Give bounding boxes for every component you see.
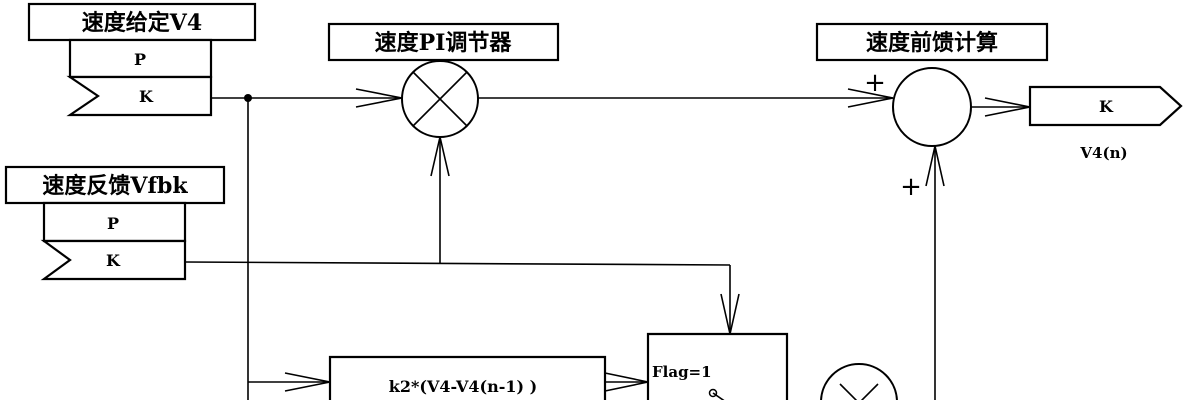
- feedforward-title: 速度前馈计算: [866, 30, 998, 56]
- k2-derivative-block: k2*(V4-V4(n-1) ): [328, 355, 607, 400]
- output-port-k: K: [1099, 97, 1114, 116]
- speed-feedback-block: 速度反馈Vfbk P K: [4, 165, 226, 281]
- arrowheads: [284, 88, 1031, 392]
- speed-feedback-port-p-box: [42, 201, 187, 243]
- switch-block-box: [646, 332, 789, 400]
- switch-block: Flag=1: [646, 332, 789, 400]
- arrow-into-output: [984, 97, 1031, 117]
- bottom-multiplier-circle: [820, 363, 898, 400]
- arrow-into-sum: [847, 88, 894, 108]
- speed-feedback-port-k: K: [106, 251, 121, 270]
- arrow-down-into-switch: [720, 293, 740, 335]
- bottom-multiplier-cross-a: [839, 383, 858, 400]
- signal-wires: [184, 94, 1030, 400]
- switch-blade: [712, 392, 725, 400]
- speed-reference-block: 速度给定V4 P K: [27, 2, 257, 117]
- arrow-into-k2: [284, 372, 331, 392]
- k2-block-box: [328, 355, 607, 400]
- k2-block-formula: k2*(V4-V4(n-1) ): [389, 377, 537, 396]
- feedforward-sum-circle: [892, 67, 972, 147]
- speed-reference-title-box: [27, 2, 257, 42]
- feedforward-block: 速度前馈计算 + +: [815, 22, 1049, 202]
- output-block: K V4(n): [1028, 85, 1183, 162]
- speed-feedback-port-k-box: [40, 239, 187, 281]
- speed-feedback-title: 速度反馈Vfbk: [42, 173, 188, 199]
- speed-reference-title: 速度给定V4: [82, 10, 202, 36]
- output-label: V4(n): [1079, 144, 1127, 162]
- bottom-multiplier-cross-b: [860, 383, 879, 400]
- pi-regulator-title-box: [327, 22, 560, 62]
- arrow-up-into-pi: [430, 136, 450, 177]
- feedforward-plus-top: +: [864, 68, 886, 98]
- speed-reference-port-k-box: [66, 75, 213, 117]
- pi-multiplier-cross-b: [412, 71, 468, 127]
- feedforward-title-box: [815, 22, 1049, 62]
- arrow-into-pi: [355, 88, 403, 108]
- arrow-into-switch: [604, 372, 649, 392]
- switch-flag-label: Flag=1: [652, 363, 712, 381]
- speed-feedback-port-p: P: [107, 214, 119, 233]
- pi-regulator-block: 速度PI调节器: [327, 22, 560, 138]
- pi-regulator-title: 速度PI调节器: [375, 30, 513, 56]
- output-port-k-box: [1028, 85, 1183, 127]
- wire-fbk-horizontal: [184, 261, 731, 266]
- feedforward-plus-bottom: +: [900, 172, 922, 202]
- speed-reference-port-p-box: [68, 38, 213, 79]
- speed-reference-port-k: K: [139, 87, 154, 106]
- arrow-up-into-sum: [925, 145, 945, 187]
- speed-reference-port-p: P: [134, 50, 146, 69]
